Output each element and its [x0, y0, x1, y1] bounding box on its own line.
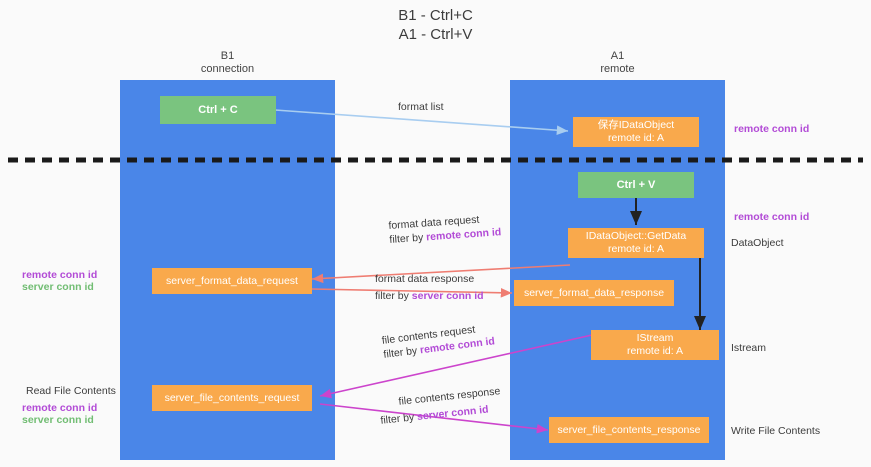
box-getdata[interactable]: IDataObject::GetData remote id: A [568, 228, 704, 258]
box-ctrl-v-label: Ctrl + V [616, 178, 656, 191]
box-istream-line-2: remote id: A [626, 345, 684, 357]
annotation-right-write-file-contents: Write File Contents [731, 425, 821, 437]
box-server-format-data-response-label: server_format_data_response [523, 286, 665, 299]
annotation-left-remote-conn-id: remote conn id [22, 269, 98, 281]
column-header-b1-name: B1 [220, 50, 235, 62]
edge-label-format-data-response-prefix: filter by [375, 290, 412, 302]
arrow-format-data-response [311, 287, 513, 298]
box-getdata-line-1: IDataObject::GetData [585, 230, 687, 242]
annotation-right-istream: Istream [731, 342, 767, 354]
edge-label-format-data-response-line-2: filter by server conn id [375, 289, 484, 303]
box-istream-line-1: IStream [636, 332, 674, 344]
edge-label-format-list: format list [398, 101, 444, 113]
box-ctrl-c-label: Ctrl + C [198, 103, 238, 116]
box-ctrl-c[interactable]: Ctrl + C [160, 96, 276, 124]
edge-label-format-data-request-prefix: filter by [389, 231, 427, 246]
arrow-format-list [274, 109, 569, 135]
box-server-file-contents-response[interactable]: server_file_contents_response [549, 417, 709, 443]
arrow-file-contents-response [319, 403, 549, 434]
edge-label-format-data-response: format data response filter by server co… [375, 272, 484, 303]
annotation-left-read-file-contents: Read File Contents [26, 385, 116, 397]
box-store-idataobject-line-1: 保存IDataObject [597, 119, 675, 131]
column-header-a1-role: remote [600, 63, 635, 75]
box-server-format-data-request-label: server_format_data_request [166, 274, 298, 287]
box-store-idataobject[interactable]: 保存IDataObject remote id: A [573, 117, 699, 147]
arrow-format-data-request [311, 264, 571, 284]
diagram-title-line-1: B1 - Ctrl+C [398, 7, 473, 24]
annotation-left-remote-conn-id-2: remote conn id [22, 402, 98, 414]
column-header-b1: B1 connection [120, 50, 335, 76]
edge-label-format-data-response-key: server conn id [411, 290, 484, 302]
annotation-left-server-conn-id-2: server conn id [22, 414, 94, 426]
box-server-file-contents-request[interactable]: server_file_contents_request [152, 385, 312, 411]
edge-label-file-contents-response-prefix: filter by [379, 411, 418, 427]
box-server-file-contents-request-label: server_file_contents_request [164, 391, 300, 404]
diagram-title: B1 - Ctrl+C A1 - Ctrl+V [0, 6, 871, 44]
annotation-left-server-conn-id: server conn id [22, 281, 94, 293]
box-server-format-data-response[interactable]: server_format_data_response [514, 280, 674, 306]
box-istream[interactable]: IStream remote id: A [591, 330, 719, 360]
arrow-file-contents-request [319, 334, 593, 399]
annotation-right-remote-conn-id-top: remote conn id [734, 123, 810, 135]
annotation-right-dataobject: DataObject [731, 237, 784, 249]
column-header-a1: A1 remote [510, 50, 725, 76]
box-server-format-data-request[interactable]: server_format_data_request [152, 268, 312, 294]
box-server-file-contents-response-label: server_file_contents_response [557, 423, 701, 436]
box-store-idataobject-line-2: remote id: A [607, 132, 665, 144]
box-ctrl-v[interactable]: Ctrl + V [578, 172, 694, 198]
diagram-title-line-2: A1 - Ctrl+V [398, 26, 473, 43]
edge-label-format-data-response-line-1: format data response [375, 273, 475, 285]
column-header-a1-name: A1 [610, 50, 625, 62]
box-getdata-line-2: remote id: A [607, 243, 665, 255]
annotation-right-remote-conn-id-mid: remote conn id [734, 211, 810, 223]
column-header-b1-role: connection [200, 63, 255, 75]
